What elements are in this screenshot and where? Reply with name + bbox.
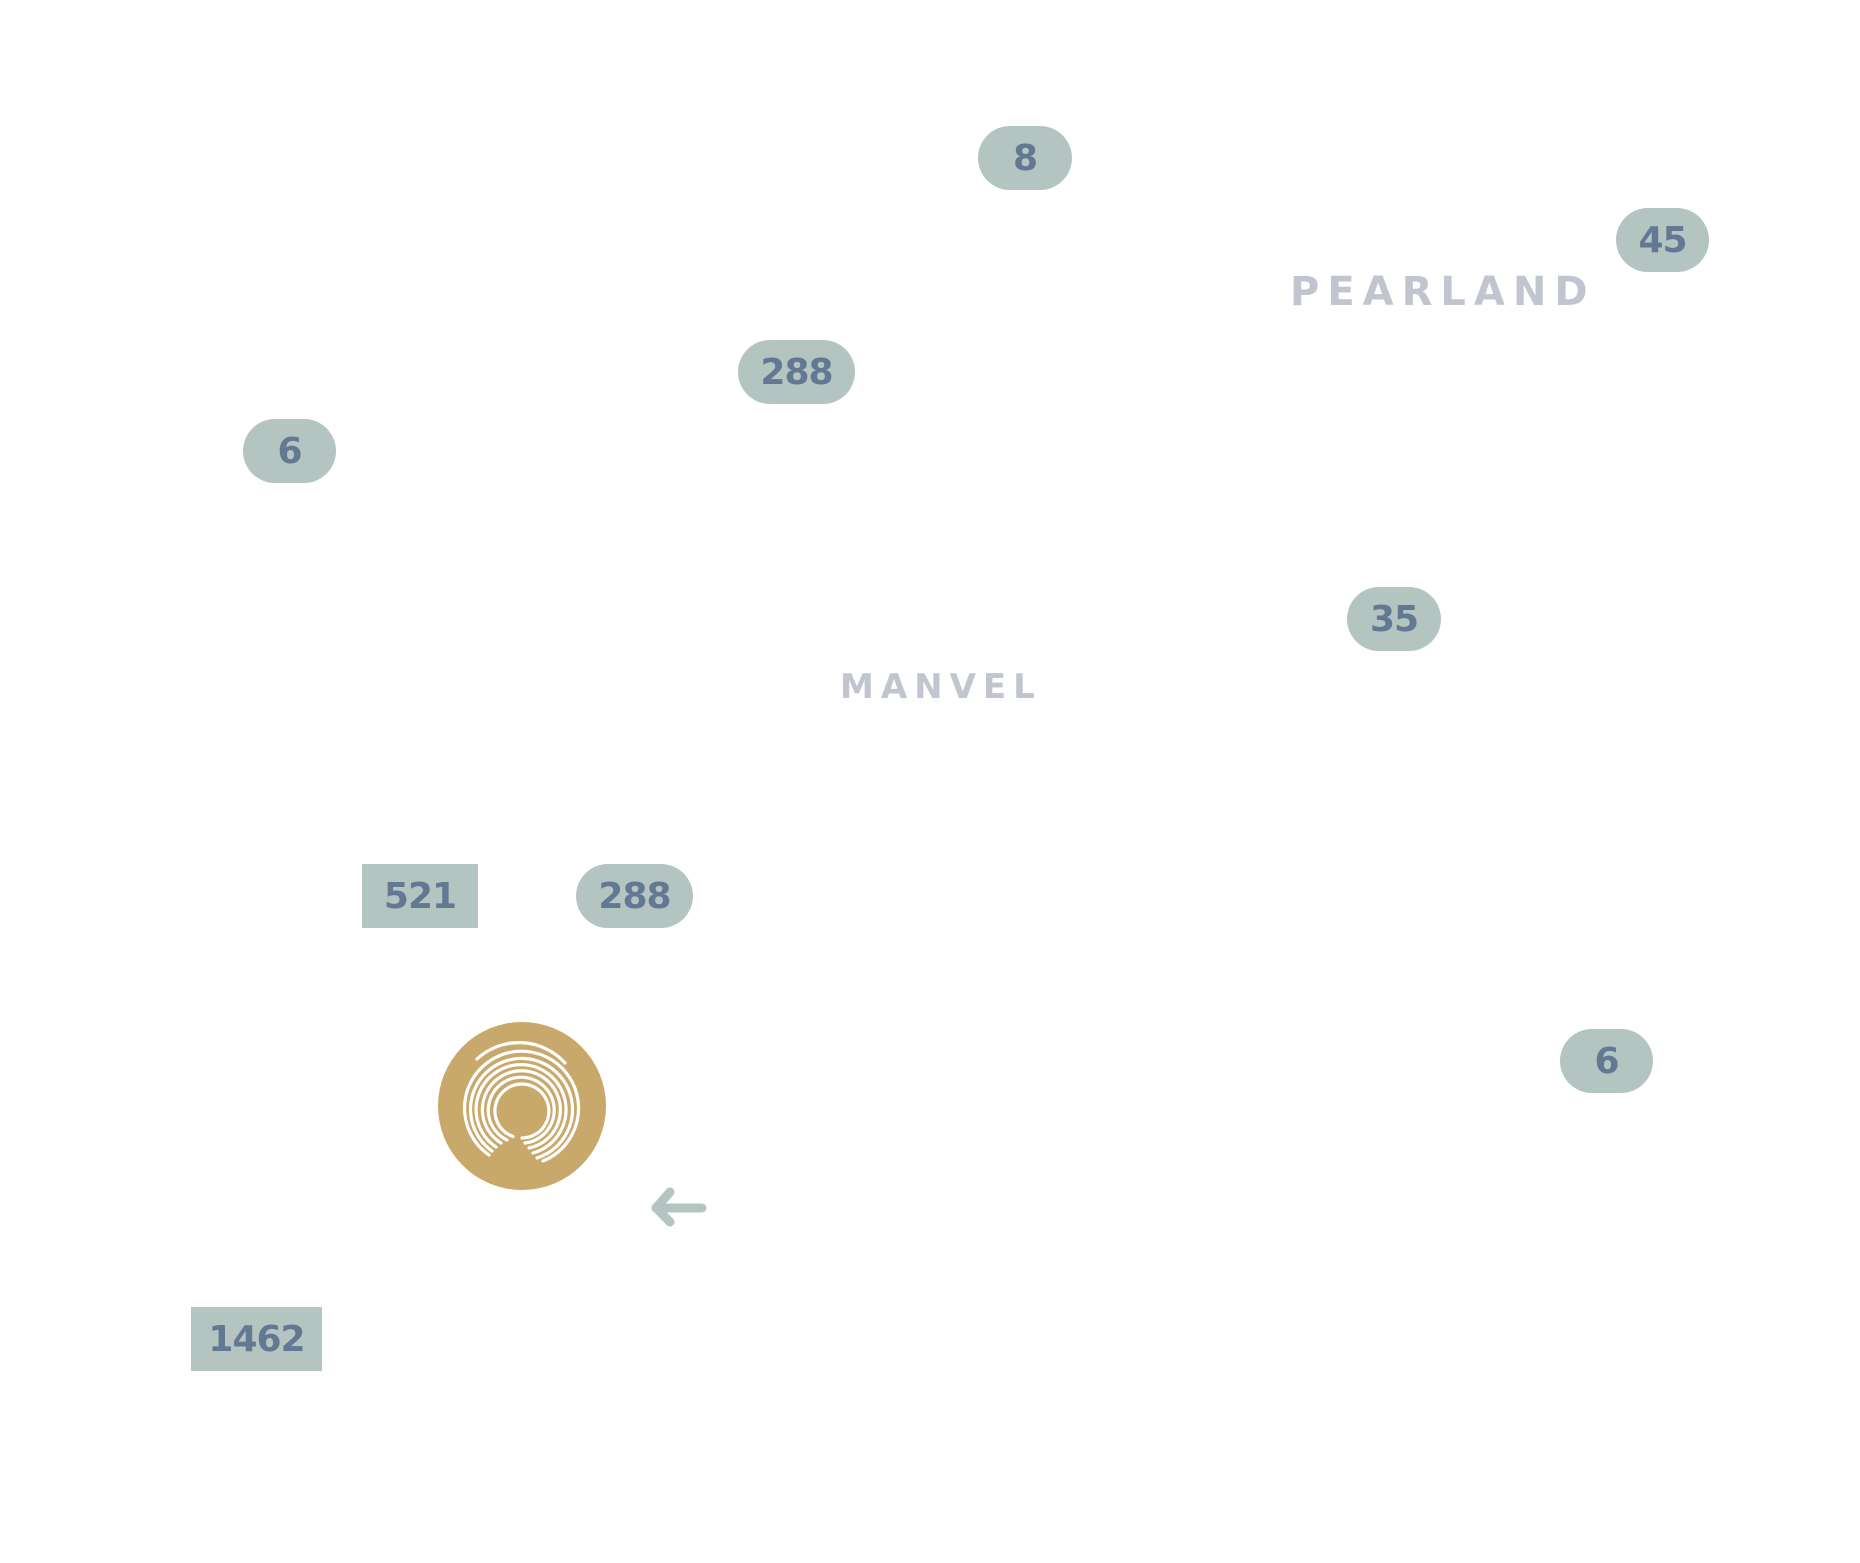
route-shield-288-south: 288 — [576, 864, 693, 928]
spiral-logo-icon — [438, 1022, 606, 1190]
route-shield-45: 45 — [1616, 208, 1709, 272]
route-shield-521: 521 — [362, 864, 478, 928]
route-shield-288-north: 288 — [738, 340, 855, 404]
route-shield-1462: 1462 — [191, 1307, 322, 1371]
route-shield-6-west: 6 — [243, 419, 336, 483]
route-shield-6-east: 6 — [1560, 1029, 1653, 1093]
arrow-left-icon — [651, 1187, 707, 1227]
route-shield-35: 35 — [1347, 587, 1441, 651]
city-label-manvel: MANVEL — [840, 667, 1042, 707]
location-marker[interactable] — [437, 1021, 607, 1191]
route-shield-8: 8 — [978, 126, 1072, 190]
city-label-pearland: PEARLAND — [1290, 269, 1596, 315]
direction-arrow[interactable] — [650, 1185, 708, 1227]
